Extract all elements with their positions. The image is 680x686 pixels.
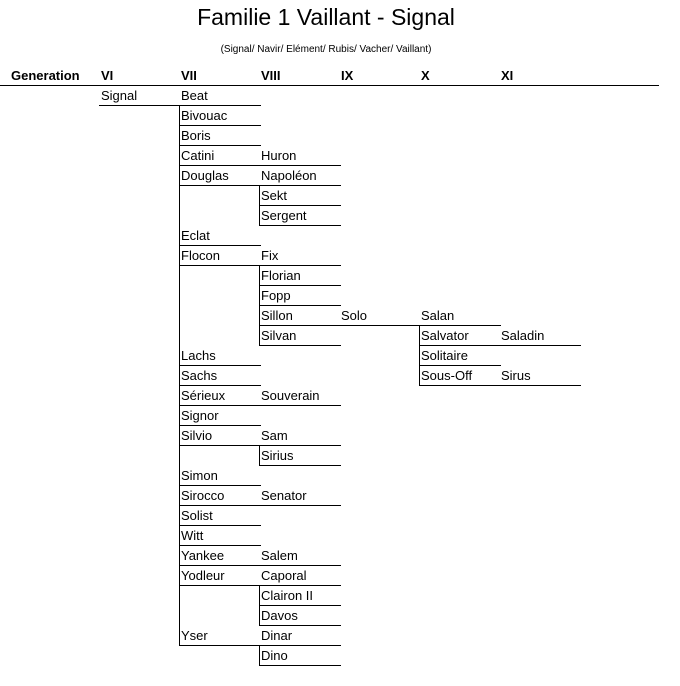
- tree-node: Catini: [179, 146, 261, 166]
- page-title: Familie 1 Vaillant - Signal: [197, 4, 455, 30]
- tree-node: Souverain: [259, 386, 341, 406]
- tree-node: Sirius: [259, 446, 341, 466]
- tree-connector: [259, 645, 260, 666]
- tree-node: Sachs: [179, 366, 261, 386]
- tree-node: Sirocco: [179, 486, 261, 506]
- tree-node: Silvio: [179, 426, 261, 446]
- generation-header-viii: VIII: [261, 68, 281, 83]
- tree-node: Florian: [259, 266, 341, 286]
- tree-node: Fopp: [259, 286, 341, 306]
- tree-connector: [259, 585, 260, 626]
- tree-node: Sirus: [499, 366, 581, 386]
- tree-node: Solist: [179, 506, 261, 526]
- tree-node: Beat: [179, 86, 261, 106]
- tree-node: Sérieux: [179, 386, 261, 406]
- tree-node: Flocon: [179, 246, 261, 266]
- tree-node: Lachs: [179, 346, 261, 366]
- tree-node: Signal: [99, 86, 181, 106]
- tree-connector: [179, 105, 180, 646]
- tree-node: Sam: [259, 426, 341, 446]
- tree-connector: [259, 185, 260, 226]
- tree-node: Fix: [259, 246, 341, 266]
- tree-node: Salan: [419, 306, 501, 326]
- tree-node: Yankee: [179, 546, 261, 566]
- generation-header-vi: VI: [101, 68, 114, 83]
- tree-node: Sekt: [259, 186, 341, 206]
- tree-node: Salvator: [419, 326, 501, 346]
- generation-header-ix: IX: [341, 68, 354, 83]
- tree-node: Sergent: [259, 206, 341, 226]
- tree-node: Clairon II: [259, 586, 341, 606]
- tree-node: Eclat: [179, 226, 261, 246]
- tree-node: Sillon: [259, 306, 341, 326]
- page-subtitle: (Signal/ Navir/ Elément/ Rubis/ Vacher/ …: [220, 44, 432, 55]
- tree-node: Simon: [179, 466, 261, 486]
- tree-node: Caporal: [259, 566, 341, 586]
- tree-node: Senator: [259, 486, 341, 506]
- tree-node: Solitaire: [419, 346, 501, 366]
- tree-node: Sous-Off: [419, 366, 501, 386]
- tree-node: Saladin: [499, 326, 581, 346]
- tree-node: Silvan: [259, 326, 341, 346]
- header-divider: [0, 85, 659, 86]
- generation-header-xi: XI: [501, 68, 514, 83]
- generation-label: Generation: [11, 68, 80, 83]
- tree-connector: [259, 265, 260, 346]
- tree-node: Bivouac: [179, 106, 261, 126]
- tree-node: Huron: [259, 146, 341, 166]
- generation-header-vii: VII: [181, 68, 197, 83]
- tree-node: Douglas: [179, 166, 261, 186]
- tree-node: Dino: [259, 646, 341, 666]
- tree-node: Dinar: [259, 626, 341, 646]
- tree-connector: [259, 445, 260, 466]
- tree-node: Napoléon: [259, 166, 341, 186]
- tree-node: Yser: [179, 626, 261, 646]
- tree-node: Witt: [179, 526, 261, 546]
- tree-node: Solo: [339, 306, 421, 326]
- tree-node: Davos: [259, 606, 341, 626]
- generation-header-x: X: [421, 68, 430, 83]
- tree-node: Boris: [179, 126, 261, 146]
- tree-connector: [419, 325, 420, 386]
- tree-node: Yodleur: [179, 566, 261, 586]
- tree-node: Salem: [259, 546, 341, 566]
- tree-node: Signor: [179, 406, 261, 426]
